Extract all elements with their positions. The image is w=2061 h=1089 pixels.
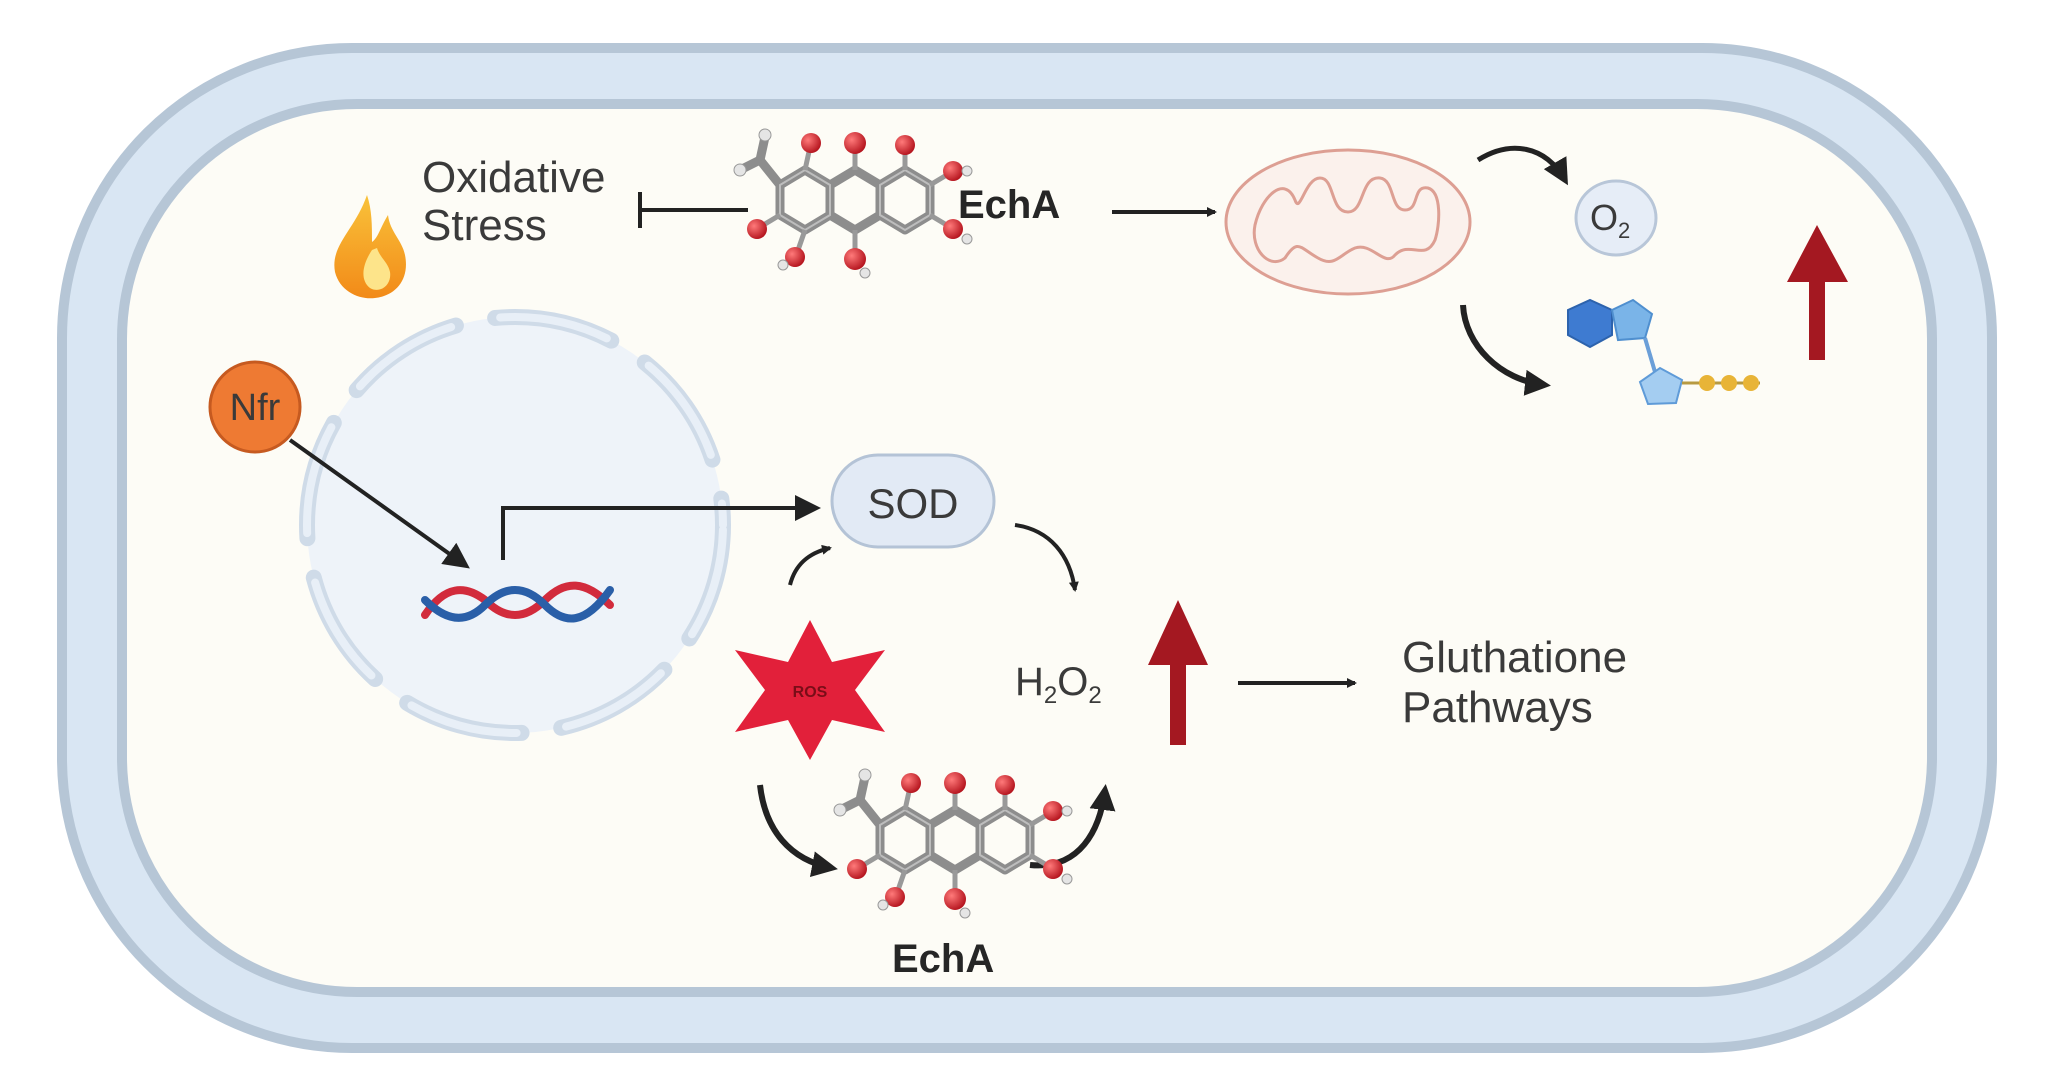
mitochondrion-icon <box>1224 148 1472 296</box>
arrow-ros-to-echa <box>757 784 838 878</box>
sod-label: SOD <box>867 480 958 527</box>
arrow-ros-to-sod <box>788 544 832 586</box>
oxidative-stress-label-line1: Oxidative <box>422 153 605 202</box>
echa-label-bottom: EchA <box>892 937 994 981</box>
ros-star-icon: ROS <box>735 620 885 760</box>
echa-label-top: EchA <box>958 183 1060 227</box>
ros-label: ROS <box>793 684 828 701</box>
arrow-nfr-to-dna <box>288 438 470 569</box>
up-arrow-icon-middle <box>1148 600 1208 745</box>
oxidative-stress-label-line2: Stress <box>422 201 547 250</box>
arrow-sod-to-h2o2 <box>1014 523 1079 592</box>
gluthatione-label-line1: Gluthatione <box>1402 633 1627 682</box>
sod-enzyme: SOD <box>830 453 996 549</box>
up-arrow-icon-top <box>1787 225 1848 360</box>
arrow-mito-to-o2 <box>1476 145 1568 186</box>
o2-label: O2 <box>1590 197 1630 243</box>
gluthatione-label-line2: Pathways <box>1402 683 1593 732</box>
flame-icon <box>334 195 406 299</box>
arrow-mito-to-atp <box>1460 304 1551 396</box>
o2-bubble: O2 <box>1574 179 1658 257</box>
arrow-dna-to-sod <box>501 495 821 560</box>
dna-icon <box>421 581 614 623</box>
atp-molecule-icon <box>1567 298 1760 406</box>
nucleus <box>299 309 731 741</box>
nfr-label: Nfr <box>230 387 281 429</box>
nfr-protein: Nfr <box>208 360 302 454</box>
h2o2-label: H2O2 <box>1015 660 1102 709</box>
inhibition-arrow <box>638 192 748 228</box>
